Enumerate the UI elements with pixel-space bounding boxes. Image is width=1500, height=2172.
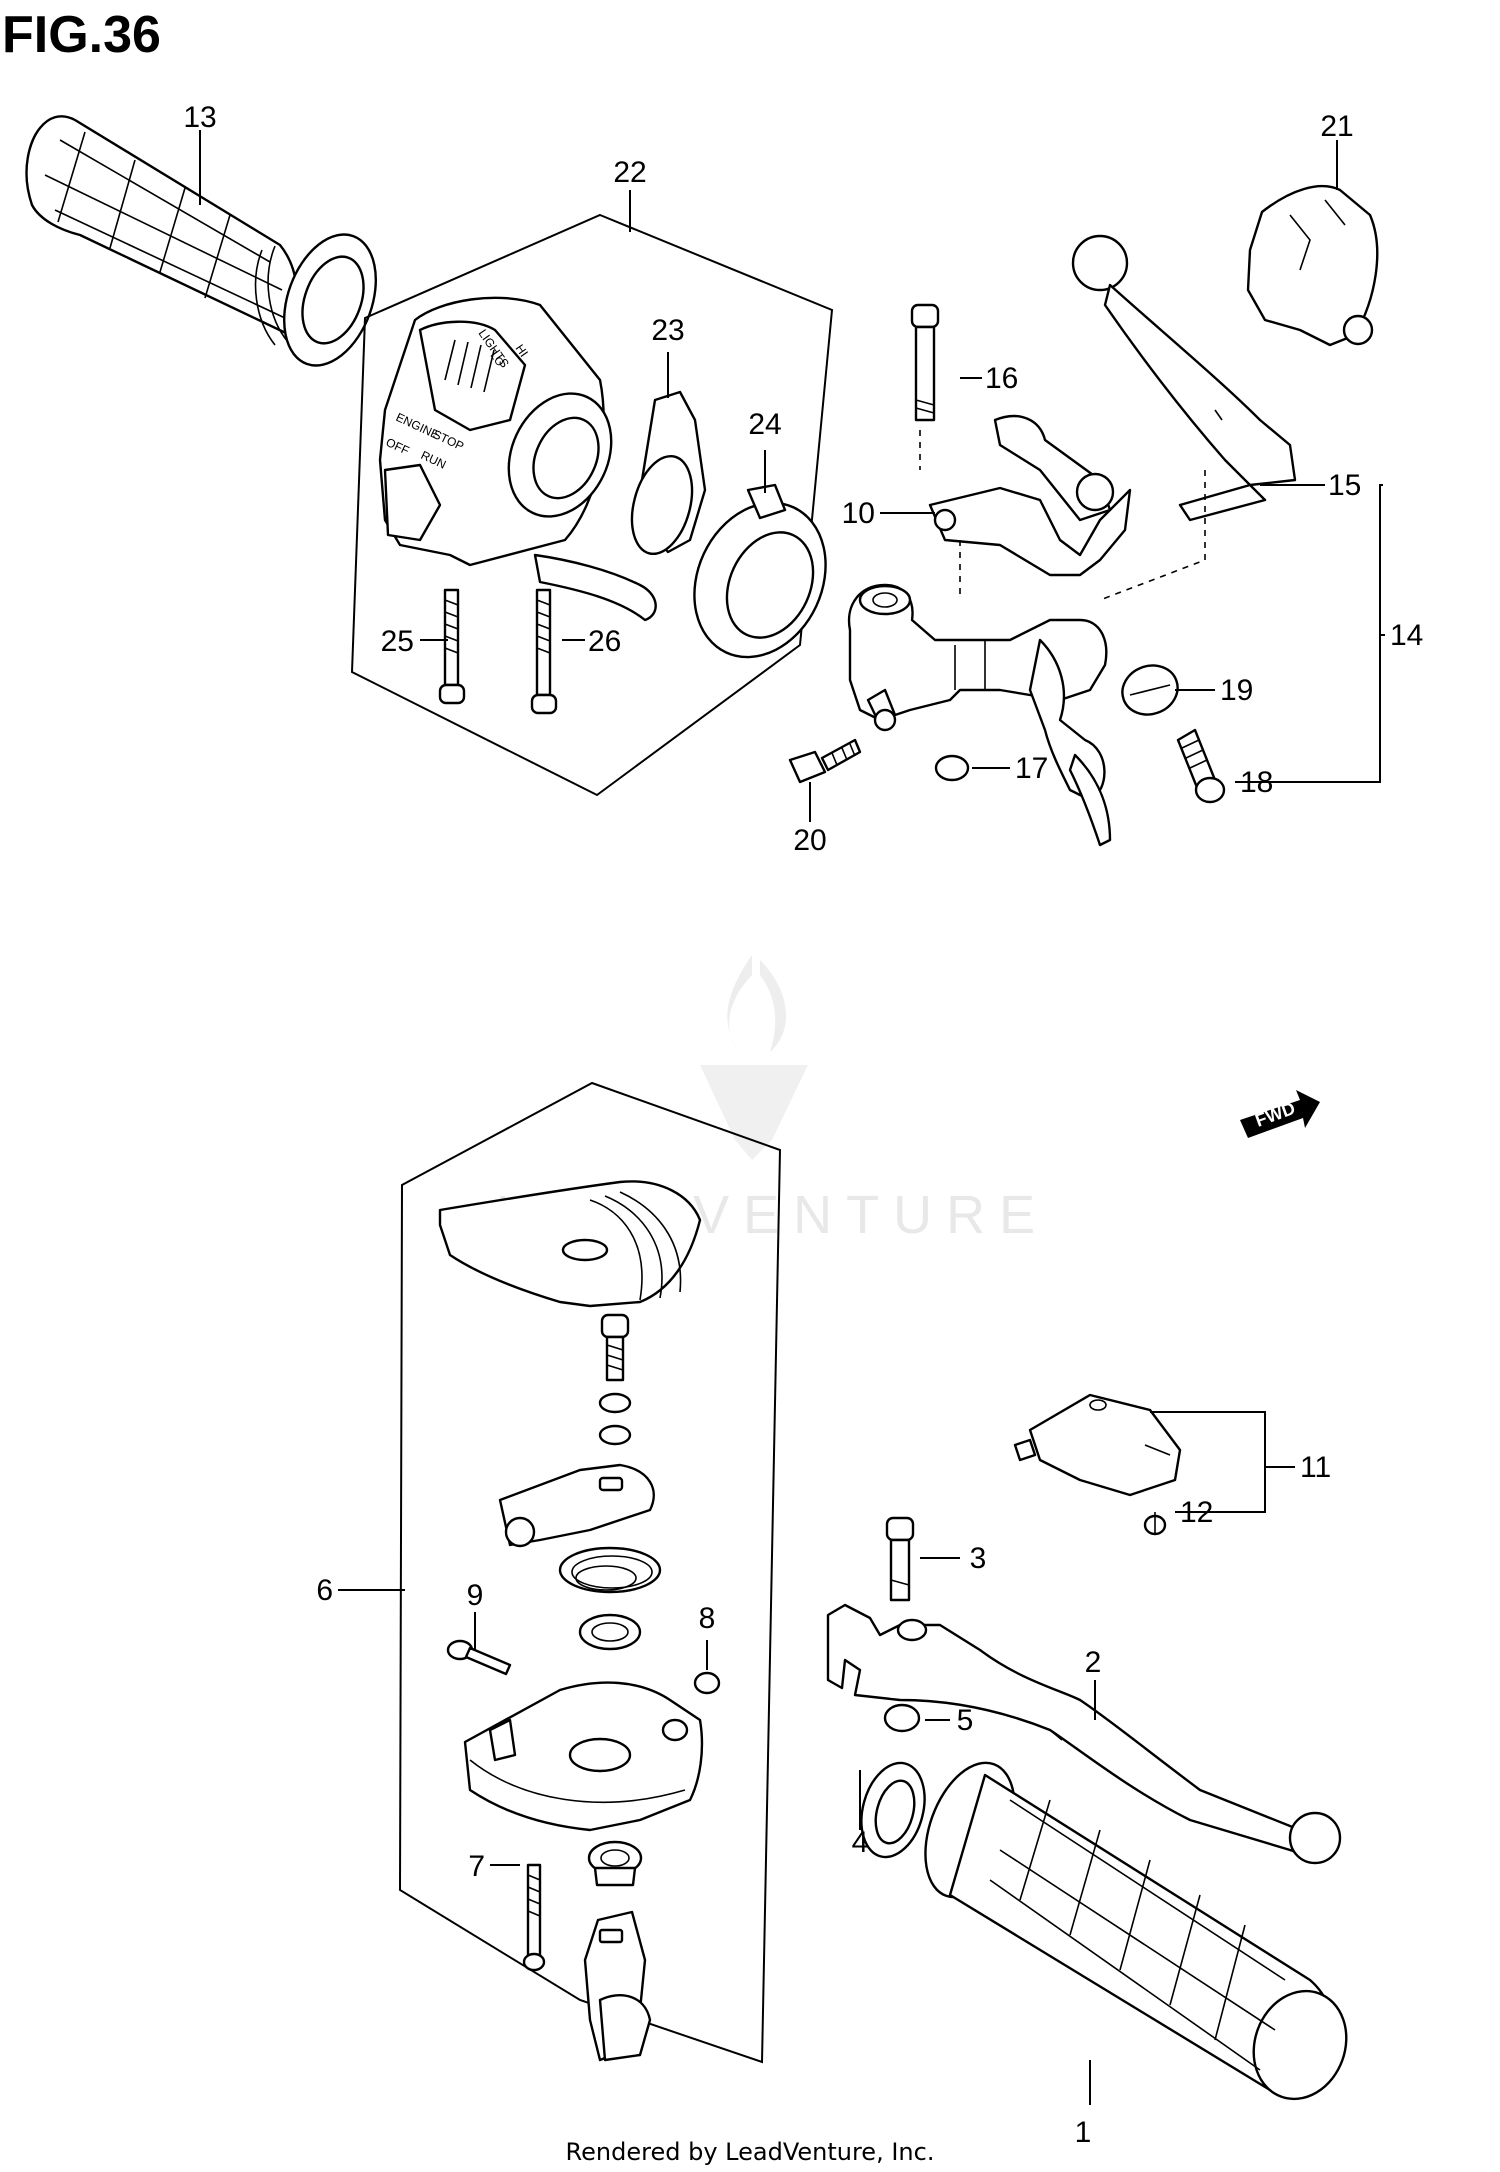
nut-icon <box>883 1703 921 1733</box>
callout-11: 11 <box>1300 1451 1331 1484</box>
washer-icon <box>598 1392 632 1446</box>
brake-switch-icon <box>1013 1393 1182 1497</box>
callout-14: 14 <box>1390 619 1423 652</box>
bolt-icon <box>788 738 862 784</box>
figure-title: FIG.36 <box>2 6 161 64</box>
screw-icon <box>1143 1512 1167 1536</box>
screw-icon <box>600 1313 630 1382</box>
throttle-assembly-frame <box>398 1081 782 2064</box>
callout-12: 12 <box>1180 1496 1213 1529</box>
handlebar-switch-icon: LIGHTS HI LO ENGINE STOP OFF RUN <box>378 296 657 622</box>
spring-icon <box>558 1546 662 1594</box>
callout-23: 23 <box>651 314 684 347</box>
callout-26: 26 <box>588 625 621 658</box>
callout-1: 1 <box>1075 2116 1092 2149</box>
brake-lever-icon <box>826 1603 1342 1865</box>
callout-2: 2 <box>1085 1646 1102 1679</box>
callout-22: 22 <box>613 156 646 189</box>
adjuster-icon <box>1176 728 1226 804</box>
bolt-icon <box>910 303 940 422</box>
screw-icon <box>530 588 558 715</box>
switch-assembly-frame <box>350 213 834 797</box>
callout-4: 4 <box>852 1826 869 1859</box>
nut-icon <box>934 754 970 782</box>
callout-3: 3 <box>970 1542 987 1575</box>
throttle-arm-icon <box>498 1463 655 1548</box>
bolt-icon <box>885 1516 915 1602</box>
callout-24: 24 <box>748 408 781 441</box>
callout-19: 19 <box>1220 674 1253 707</box>
bracket-icon <box>928 414 1132 577</box>
screw-icon <box>522 1863 546 1972</box>
callout-9: 9 <box>467 1579 484 1612</box>
callout-18: 18 <box>1240 766 1273 799</box>
screw-icon <box>438 588 466 705</box>
throttle-housing-icon <box>463 1681 704 1832</box>
callout-21: 21 <box>1320 110 1353 143</box>
footer-credit: Rendered by LeadVenture, Inc. <box>566 2138 935 2166</box>
callout-25: 25 <box>381 625 414 658</box>
callout-5: 5 <box>957 1704 974 1737</box>
knob-icon <box>630 390 707 556</box>
screw-icon <box>446 1639 512 1676</box>
nut-icon <box>693 1671 721 1695</box>
callout-labels: 1 2 3 4 5 6 7 8 9 10 11 12 13 14 15 16 1… <box>183 101 1423 2149</box>
callout-15: 15 <box>1328 469 1361 502</box>
grip-collar-icon <box>860 1761 926 1859</box>
clutch-lever-icon <box>1071 234 1297 522</box>
grommet-icon <box>587 1840 643 1887</box>
lever-holder-icon <box>847 583 1112 847</box>
assembly-guide-line <box>919 430 1206 601</box>
callout-7: 7 <box>468 1850 485 1883</box>
ring-icon <box>693 483 827 659</box>
fwd-arrow-icon: FWD <box>1240 1090 1320 1138</box>
throttle-cover-icon <box>438 1180 702 1308</box>
right-grip-icon <box>924 1761 1348 2101</box>
lever-cover-icon <box>1246 184 1379 347</box>
ring-icon <box>578 1613 642 1651</box>
callout-16: 16 <box>985 362 1018 395</box>
left-grip-icon <box>25 115 378 367</box>
callout-6: 6 <box>316 1574 333 1607</box>
lock-nut-icon <box>1121 664 1179 716</box>
leader-lines <box>199 130 1385 2105</box>
callout-13: 13 <box>183 101 216 134</box>
callout-20: 20 <box>793 824 826 857</box>
callout-8: 8 <box>699 1602 716 1635</box>
cable-end-icon <box>583 1910 652 2062</box>
callout-10: 10 <box>842 497 875 530</box>
callout-17: 17 <box>1015 752 1048 785</box>
